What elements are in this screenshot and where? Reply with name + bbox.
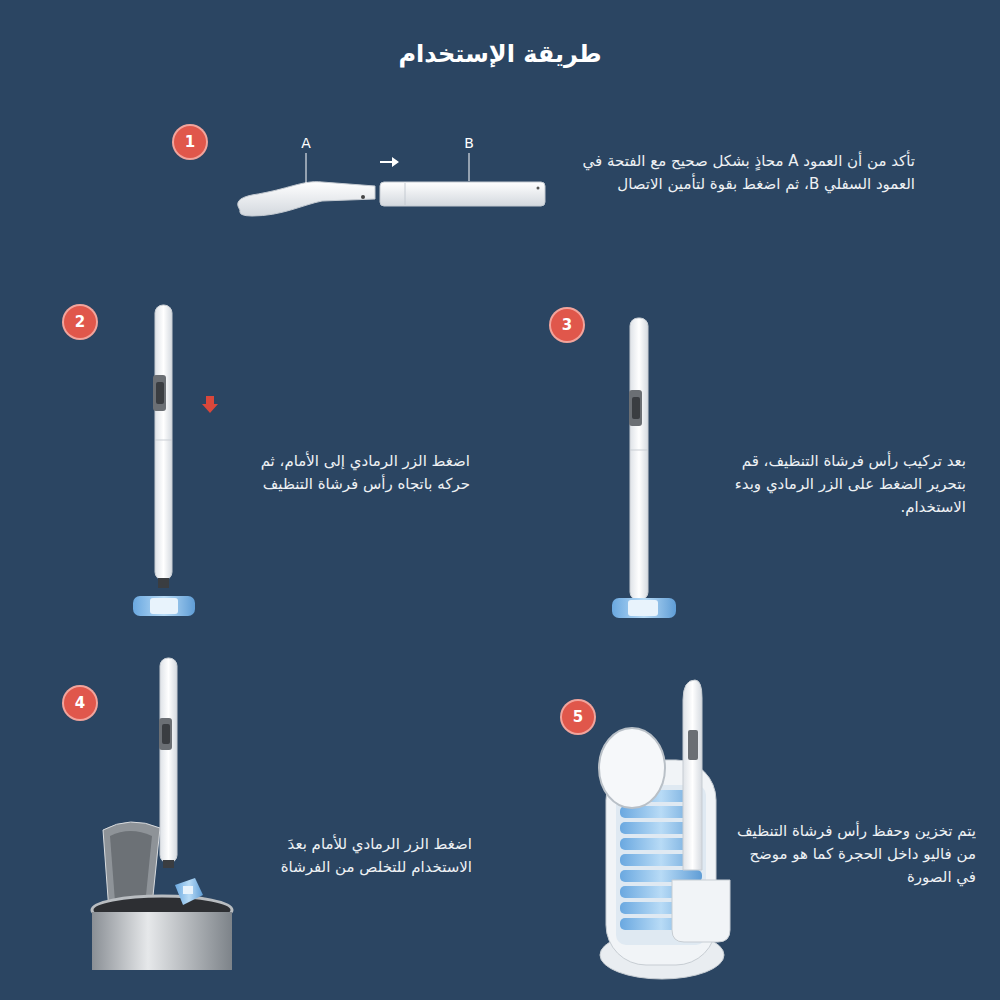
instruction-text: تأكد من أن العمود A محاذٍ بشكل صحيح مع ا…	[572, 150, 915, 196]
callout-number: 4	[64, 687, 96, 719]
brush-attach-figure	[133, 305, 218, 616]
step-number: 2	[75, 315, 85, 330]
part-label: B	[454, 132, 484, 155]
brush-eject-figure	[92, 658, 232, 970]
instruction-text: بعد تركيب رأس فرشاة التنظيف، قم بتحرير ا…	[698, 450, 966, 519]
callout-number: 5	[562, 701, 594, 733]
part-label: A	[291, 132, 321, 155]
step-number: 5	[573, 710, 583, 725]
page-title: طريقة الإستخدام	[0, 40, 1000, 68]
instruction-text: يتم تخزين وحفظ رأس فرشاة التنظيف من فالي…	[728, 820, 976, 889]
step-number: 1	[185, 135, 195, 150]
callout-number: 2	[64, 306, 96, 338]
step-number: 4	[75, 696, 85, 711]
callout-number: 1	[174, 126, 206, 158]
brush-ready-figure	[612, 318, 676, 618]
storage-caddy-figure	[599, 680, 730, 979]
instruction-text: اضغط الزر الرمادي إلى الأمام، ثم حركه با…	[238, 450, 470, 496]
callout-number: 3	[551, 309, 583, 341]
instruction-text: اضغط الزر الرمادي للأمام بعدَ الاستخدام …	[228, 833, 472, 879]
handle-parts	[238, 153, 545, 216]
step-number: 3	[562, 318, 572, 333]
